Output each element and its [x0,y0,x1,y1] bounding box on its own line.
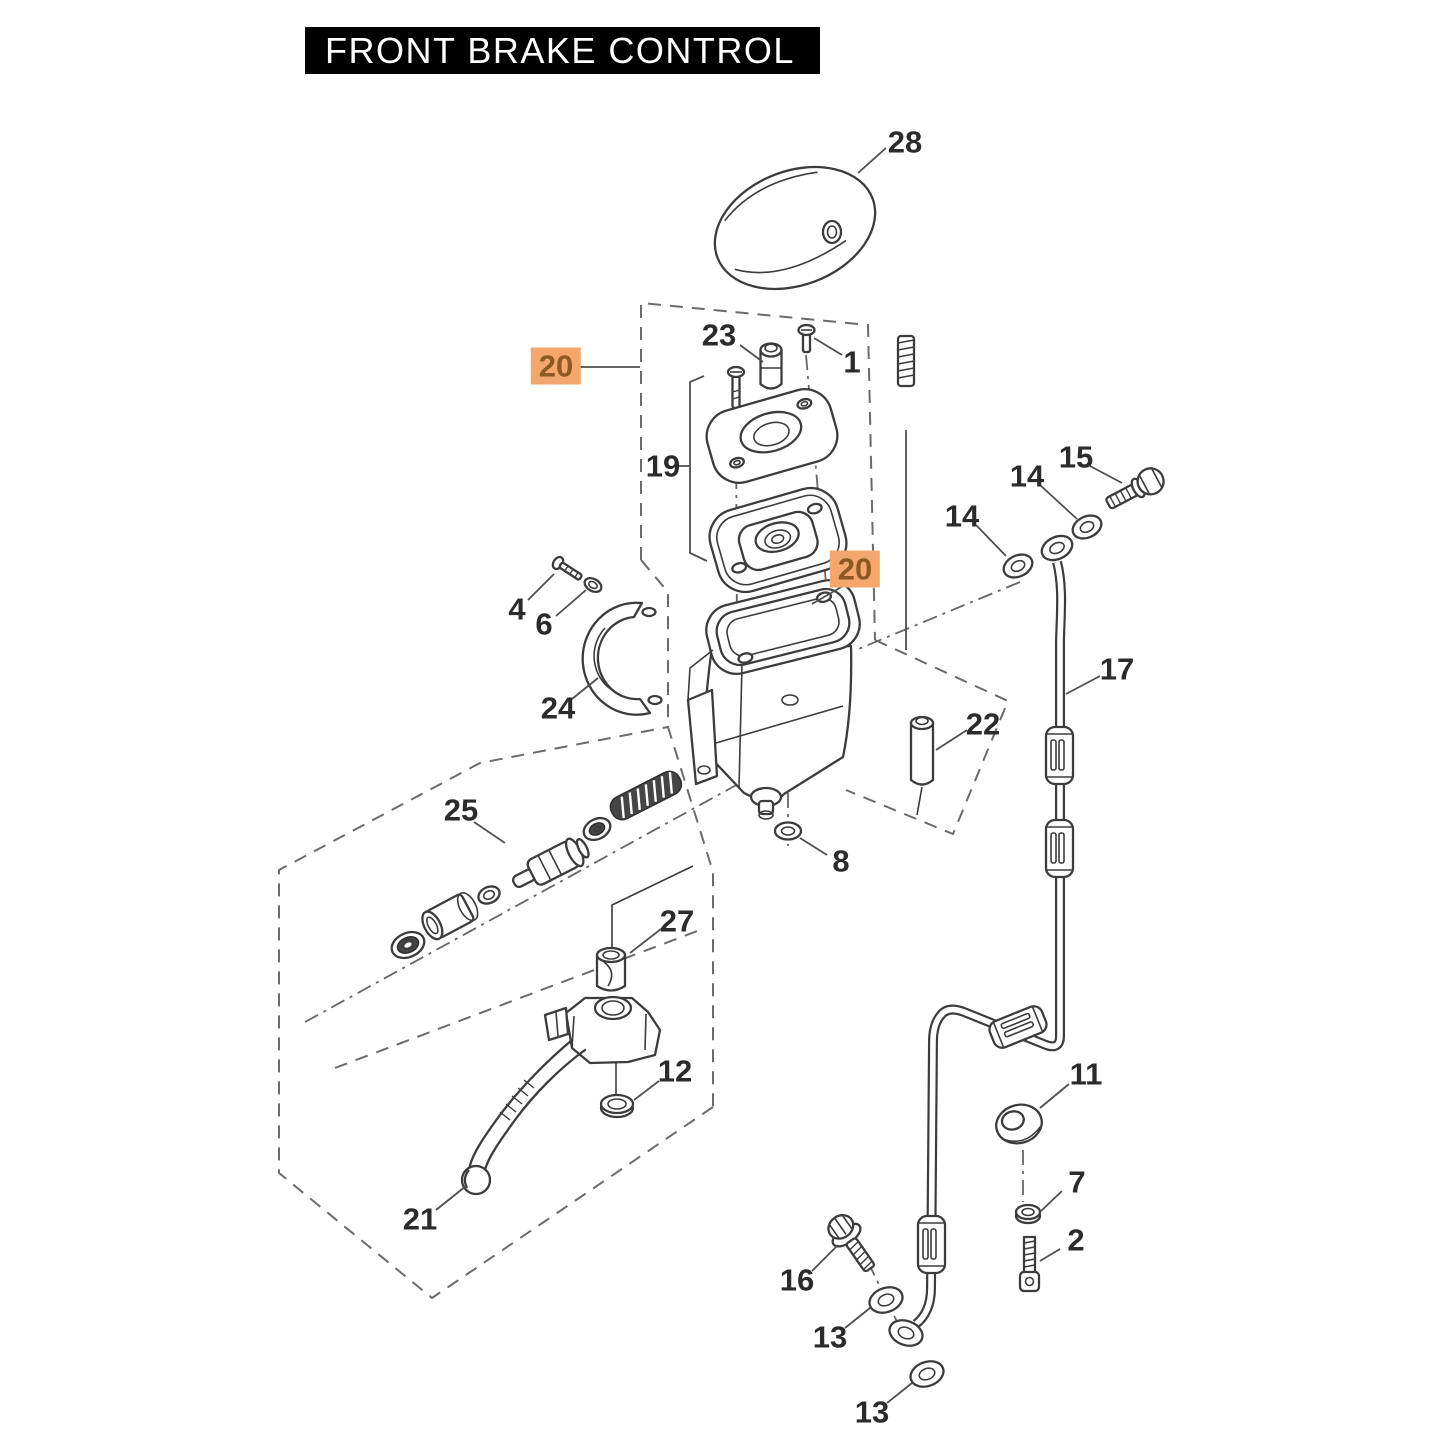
part-callout-20-right: 20 [829,550,881,588]
hose-sleeve-1 [1044,725,1075,786]
brake-line-17 [888,534,1075,1347]
part-callout-13-top: 13 [812,1319,848,1355]
part-callout-11: 11 [1069,1056,1103,1092]
part-callout-27: 27 [659,903,695,939]
piston-kit-25 [390,770,683,960]
part-callout-19: 19 [645,448,681,484]
part-callout-2: 2 [1067,1222,1085,1258]
bushing-23 [759,342,783,390]
part-callout-25: 25 [443,792,479,828]
screw-cover [726,365,746,410]
piston [511,837,590,889]
part-callout-1: 1 [843,344,861,380]
washer-14-top [1071,514,1103,540]
pin-22 [909,715,935,816]
seal-ring [390,930,426,960]
spring [609,770,683,821]
banjo-bolt-15 [1105,467,1165,510]
diagram-title-bar: FRONT BRAKE CONTROL [305,27,820,74]
banjo-eyelet-bottom [888,1319,924,1347]
mirror-28 [713,165,916,650]
bolt-16 [827,1214,875,1273]
part-callout-6: 6 [535,606,553,642]
cup-seal [582,816,612,842]
part-callout-28: 28 [887,124,923,160]
part-callout-20-left: 20 [530,347,582,385]
washer-8 [773,821,803,841]
clip-11 [995,1103,1043,1145]
part-callout-8: 8 [832,843,850,879]
part-callout-14-mid: 14 [944,498,980,534]
assembly-axis-lines [304,354,1024,1333]
banjo-eyelet-top [1040,534,1074,562]
part-callout-13-bottom: 13 [854,1394,890,1430]
bushing-cup [421,892,479,941]
part-callout-12: 12 [657,1053,693,1089]
part-callout-22: 22 [965,706,1001,742]
part-callout-21: 21 [402,1201,438,1237]
washer-14-mid [1002,553,1034,579]
master-cylinder-body [686,579,861,820]
brake-lever-21 [460,995,662,1196]
part-callout-7: 7 [1068,1164,1086,1200]
part-callout-17: 17 [1099,651,1135,687]
washer-13-top [868,1286,904,1314]
part-callout-4: 4 [508,591,526,627]
o-ring [477,885,501,905]
clamp-24 [581,601,663,716]
leader-lines [435,147,1123,1404]
bolt-2 [1018,1235,1041,1293]
part-callout-15: 15 [1058,439,1094,475]
washer-6 [583,576,603,594]
diagram-title: FRONT BRAKE CONTROL [325,29,795,71]
hose-sleeve-2 [1044,818,1075,879]
pin-27 [595,865,694,992]
part-callout-14-top: 14 [1009,458,1045,494]
hose-sleeve-3 [916,1214,947,1275]
part-callout-16: 16 [779,1262,815,1298]
part-callout-23: 23 [701,317,737,353]
reservoir-gasket-plate [708,486,848,594]
reservoir-cover-plate [705,388,839,484]
nut-7 [1014,1203,1042,1225]
screw-4 [551,555,583,581]
hose-coupler [988,1005,1048,1049]
part-callout-24: 24 [540,690,576,726]
dashed-group-outlines [278,301,1010,1300]
nut-12 [599,1093,635,1119]
washer-13-bottom [909,1360,945,1388]
screw-1 [797,323,816,354]
